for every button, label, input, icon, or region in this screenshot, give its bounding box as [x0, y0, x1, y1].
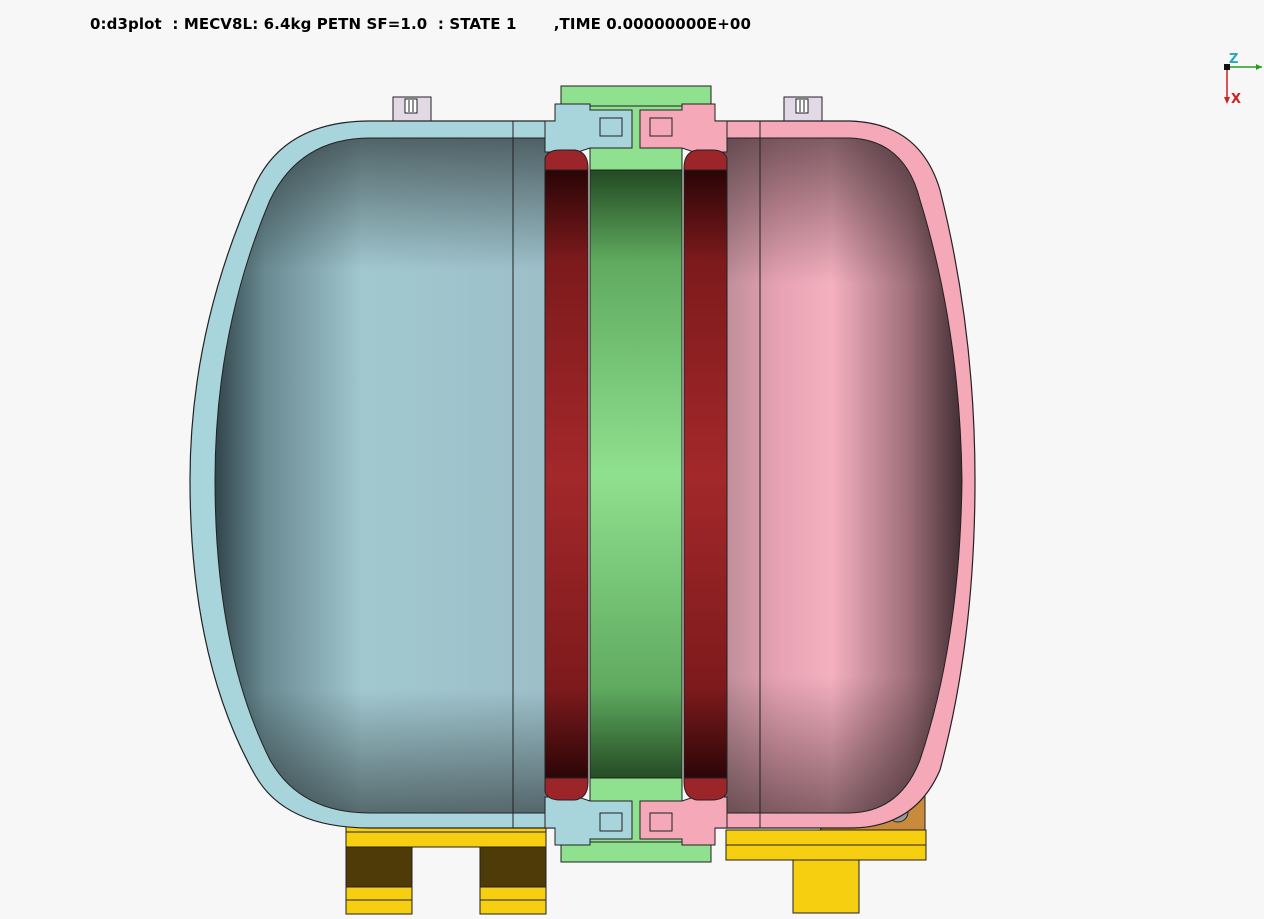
x-axis-label: X	[1231, 92, 1241, 107]
left-lifting-lug	[392, 96, 432, 122]
axis-triad: Z X	[1224, 52, 1262, 107]
top-flange-clamp	[544, 103, 728, 153]
left-support-base	[345, 819, 547, 915]
right-lifting-lug	[783, 96, 823, 122]
bottom-flange-clamp	[544, 796, 728, 846]
left-seal-ring[interactable]	[544, 149, 589, 801]
z-axis-label: Z	[1229, 52, 1238, 67]
right-vessel-shell[interactable]	[714, 120, 976, 830]
plot-title: 0:d3plot : MECV8L: 6.4kg PETN SF=1.0 : S…	[90, 15, 751, 33]
right-seal-ring[interactable]	[683, 149, 728, 801]
z-axis-point	[1224, 64, 1230, 70]
left-vessel-shell[interactable]	[189, 120, 560, 830]
